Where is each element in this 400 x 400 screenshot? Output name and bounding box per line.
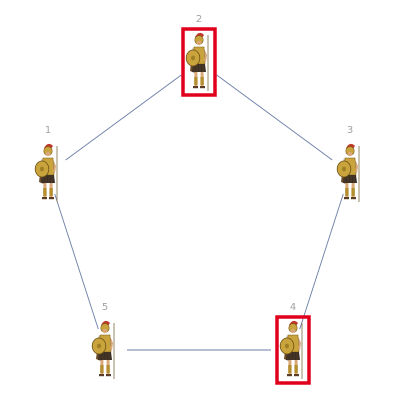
nodes-layer: 1 2 3 4 5	[34, 14, 360, 385]
roman-soldier-icon	[34, 143, 58, 203]
graph-node-1[interactable]: 1	[34, 125, 58, 203]
edge-2-3	[216, 74, 333, 161]
roman-soldier-icon	[336, 143, 360, 203]
node-label: 3	[347, 125, 353, 136]
edge-5-1	[54, 193, 99, 330]
node-label: 2	[196, 14, 202, 25]
node-label: 5	[102, 302, 108, 313]
roman-soldier-icon	[185, 32, 209, 92]
selection-highlight	[181, 27, 217, 97]
graph-node-2[interactable]: 2	[181, 14, 217, 97]
roman-soldier-icon	[279, 320, 303, 380]
graph-node-4[interactable]: 4	[275, 302, 311, 385]
graph-node-3[interactable]: 3	[336, 125, 360, 203]
node-label: 4	[290, 302, 296, 313]
node-label: 1	[45, 125, 51, 136]
roman-soldier-icon	[91, 320, 115, 380]
edge-1-2	[65, 74, 182, 161]
edge-3-4	[299, 193, 344, 330]
edges-layer	[54, 74, 344, 351]
selection-highlight	[275, 315, 311, 385]
graph-node-5[interactable]: 5	[91, 302, 115, 380]
